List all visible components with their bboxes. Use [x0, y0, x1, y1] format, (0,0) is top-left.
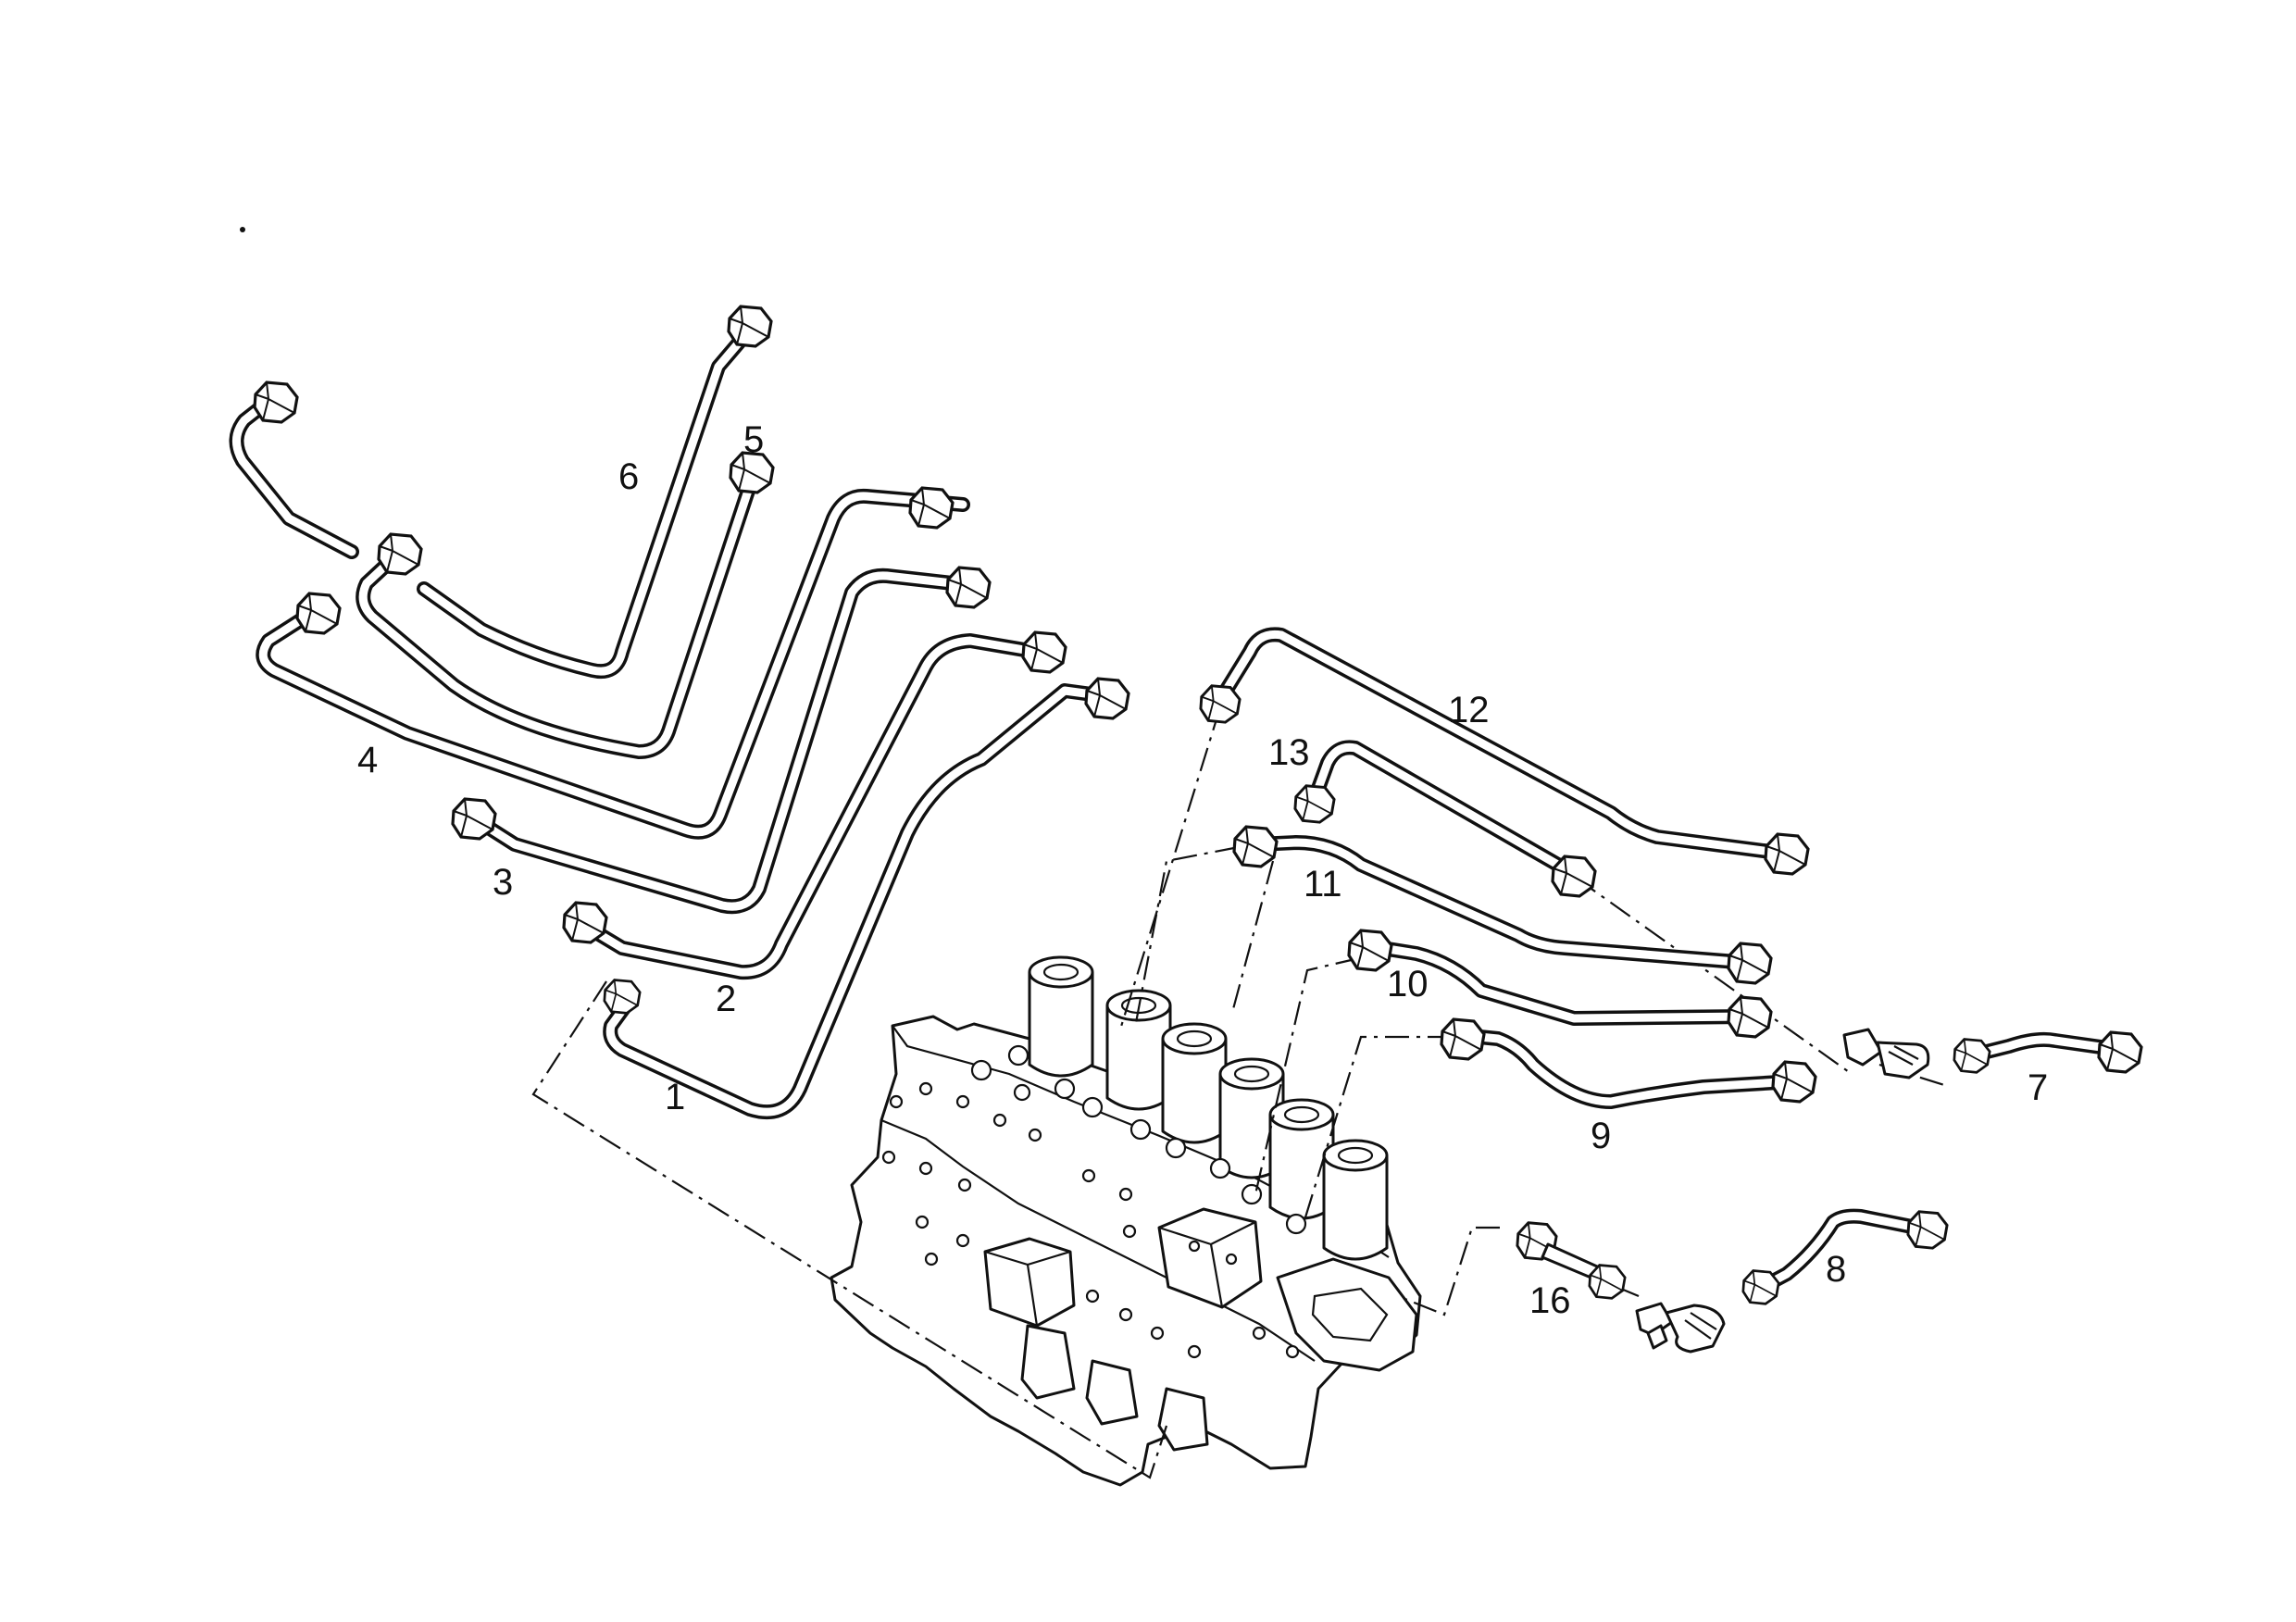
- callout-6: 6: [618, 456, 639, 497]
- callout-4: 4: [357, 740, 378, 780]
- callout-5: 5: [743, 419, 764, 460]
- callout-12: 12: [1448, 690, 1490, 730]
- pipe-12: [1199, 627, 1810, 876]
- callout-16: 16: [1529, 1280, 1571, 1321]
- pipe-9: [1440, 1017, 1817, 1109]
- pipe-8: [1635, 1208, 1949, 1354]
- valve-block: [830, 955, 1422, 1487]
- pipe-1: [603, 677, 1130, 1120]
- solenoid-6: [1322, 1139, 1389, 1261]
- pipe-2: [562, 630, 1067, 980]
- pipe-6-short: [229, 381, 359, 559]
- pipe-3: [451, 566, 992, 915]
- pipe-11: [1232, 825, 1773, 985]
- pipe-5: [356, 451, 775, 759]
- solenoid-3: [1161, 1022, 1228, 1144]
- pipe-10: [1347, 929, 1773, 1039]
- callout-7: 7: [2028, 1067, 2048, 1108]
- callout-2: 2: [716, 979, 736, 1019]
- stray-dot: [240, 227, 245, 232]
- callout-3: 3: [493, 862, 513, 903]
- pipe-7: [1842, 1028, 2143, 1079]
- callout-1: 1: [665, 1077, 685, 1117]
- solenoid-4: [1218, 1057, 1285, 1179]
- pipe-4: [256, 486, 970, 840]
- callout-9: 9: [1591, 1116, 1611, 1156]
- callouts: 1 2 3 4 5 6 7 8 9 10 11 12 13 16: [357, 419, 2048, 1321]
- solenoid-5: [1268, 1098, 1335, 1220]
- callout-8: 8: [1826, 1249, 1846, 1290]
- callout-13: 13: [1268, 732, 1310, 773]
- callout-10: 10: [1387, 964, 1429, 1004]
- callout-11: 11: [1304, 864, 1342, 905]
- bolt-16: [1516, 1221, 1627, 1300]
- pipe-6: [417, 305, 773, 679]
- solenoid-1: [1028, 955, 1094, 1078]
- pipe-13: [1293, 740, 1597, 898]
